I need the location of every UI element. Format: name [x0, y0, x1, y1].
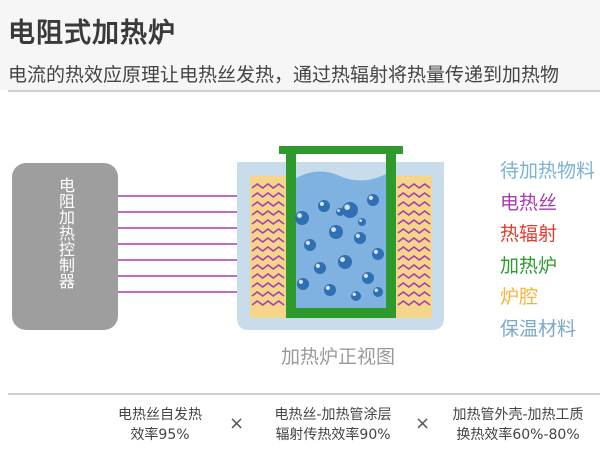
- bubble: [358, 218, 366, 226]
- heating-coil-segment: [251, 200, 285, 207]
- bubble-highlight: [315, 263, 320, 268]
- heating-coil-segment: [251, 299, 285, 306]
- efficiency-line: 电热丝自发热: [118, 407, 202, 423]
- heating-coil-segment: [397, 236, 431, 243]
- divider-bottom: [8, 393, 600, 395]
- page-title: 电阻式加热炉: [8, 18, 176, 49]
- heating-coil-segment: [251, 245, 285, 252]
- heating-coil-segment: [397, 263, 431, 270]
- bubble: [367, 194, 379, 206]
- heating-coil-segment: [397, 182, 431, 189]
- heating-coil-segment: [397, 281, 431, 288]
- heating-coil-segment: [251, 218, 285, 225]
- efficiency-radiation: 电热丝-加热管涂层 辐射传热效率90%: [258, 405, 408, 445]
- header: 电阻式加热炉 电流的热效应原理让电热丝发热，通过热辐射将热量传递到加热物: [0, 0, 600, 90]
- controller-wires: [118, 195, 252, 293]
- bubble: [295, 211, 309, 225]
- bubble: [338, 255, 352, 269]
- heating-coil-segment: [251, 290, 285, 297]
- efficiency-line: 效率95%: [130, 427, 190, 443]
- multiply-operator: ×: [229, 413, 245, 434]
- legend-item-material: 待加热物料: [500, 160, 596, 182]
- bubble: [362, 272, 374, 284]
- bubble-highlight: [359, 219, 362, 223]
- bubble-highlight: [344, 204, 351, 210]
- bubble: [336, 208, 344, 216]
- bubble-highlight: [373, 249, 378, 254]
- bubble-highlight: [352, 292, 356, 296]
- bubble-highlight: [374, 288, 378, 292]
- heating-coil-segment: [397, 299, 431, 306]
- legend-item-heating-wire: 电热丝: [500, 191, 558, 214]
- bubble: [314, 262, 326, 274]
- furnace-rim: [279, 146, 403, 154]
- heating-coil-segment: [397, 227, 431, 234]
- efficiency-self-heating: 电热丝自发热 效率95%: [100, 405, 220, 445]
- efficiency-line: 加热管外壳-加热工质: [452, 407, 584, 423]
- bubble: [297, 278, 309, 290]
- bubble-highlight: [363, 273, 368, 278]
- heating-coil-segment: [251, 191, 285, 198]
- heating-coil-segment: [251, 182, 285, 189]
- legend-item-furnace: 加热炉: [500, 254, 558, 277]
- legend-item-chamber: 炉腔: [500, 286, 539, 308]
- bubble: [372, 248, 384, 260]
- bubble-highlight: [305, 240, 310, 245]
- front-view-label: 加热炉正视图: [280, 346, 395, 368]
- heating-coil-segment: [251, 272, 285, 279]
- heating-coil-segment: [397, 272, 431, 279]
- heating-coil-segment: [251, 254, 285, 261]
- material-bubbles: [295, 194, 384, 301]
- legend: 待加热物料 电热丝 热辐射 加热炉 炉腔 保温材料: [500, 156, 595, 345]
- bubble: [373, 287, 383, 297]
- heating-coil-segment: [397, 254, 431, 261]
- bubble-highlight: [355, 233, 360, 238]
- heating-coil-segment: [397, 200, 431, 207]
- multiply-operator: ×: [415, 413, 431, 434]
- bubble: [351, 291, 361, 301]
- heating-coil-segment: [251, 209, 285, 216]
- resistance-heating-controller: 电阻加热控制器: [12, 163, 118, 330]
- heating-coils: [251, 182, 431, 306]
- heating-coil-segment: [397, 218, 431, 225]
- heating-coil-segment: [251, 227, 285, 234]
- bubble: [324, 284, 336, 296]
- bubble-highlight: [368, 195, 373, 200]
- efficiency-line: 辐射传热效率90%: [275, 427, 391, 443]
- divider-top: [8, 90, 600, 92]
- efficiency-line: 电热丝-加热管涂层: [274, 407, 392, 423]
- bubble: [329, 225, 343, 239]
- bubble: [318, 200, 330, 212]
- bubble-highlight: [325, 285, 330, 290]
- controller-label: 电阻加热控制器: [56, 177, 75, 289]
- heating-coil-segment: [397, 245, 431, 252]
- heating-coil-segment: [251, 281, 285, 288]
- bubble-highlight: [337, 209, 340, 213]
- bubble: [304, 239, 316, 251]
- bubble-highlight: [319, 201, 324, 206]
- bubble-highlight: [298, 279, 303, 284]
- efficiency-heat-exchange: 加热管外壳-加热工质 换热效率60%-80%: [436, 405, 600, 445]
- bubble-highlight: [297, 213, 302, 218]
- legend-item-heat-radiation: 热辐射: [500, 223, 558, 245]
- heating-coil-segment: [251, 263, 285, 270]
- heating-coil-segment: [397, 290, 431, 297]
- bubble-highlight: [331, 227, 336, 232]
- heating-coil-segment: [397, 191, 431, 198]
- heating-coil-segment: [251, 236, 285, 243]
- bubble: [354, 232, 366, 244]
- heating-coil-segment: [397, 209, 431, 216]
- page-subtitle: 电流的热效应原理让电热丝发热，通过热辐射将热量传递到加热物: [8, 64, 560, 86]
- bubble-highlight: [340, 257, 345, 262]
- legend-item-insulation: 保温材料: [500, 317, 577, 340]
- bubble: [342, 202, 358, 218]
- efficiency-line: 换热效率60%-80%: [456, 427, 580, 443]
